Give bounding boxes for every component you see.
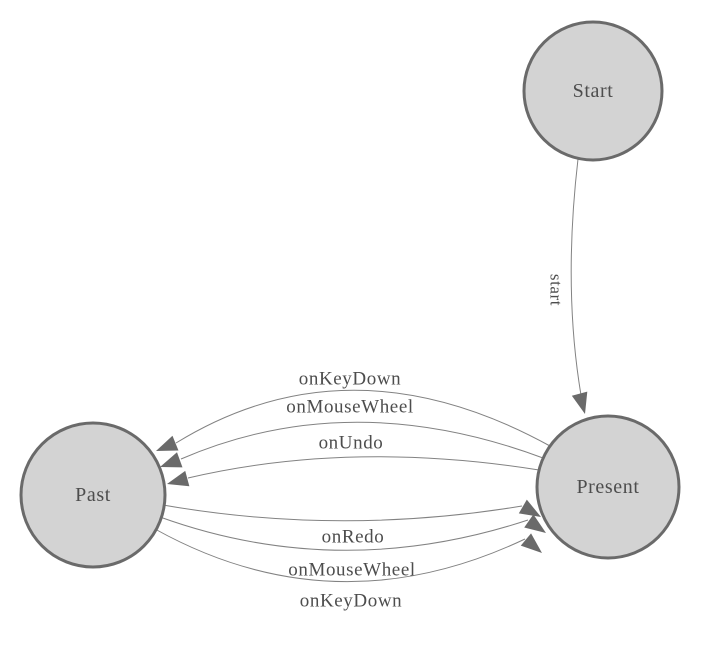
transition-label: onUndo bbox=[319, 433, 384, 454]
transition-label: onKeyDown bbox=[300, 591, 403, 612]
state-node-label-past: Past bbox=[75, 484, 111, 506]
state-node-present bbox=[535, 414, 681, 560]
transition-edge-onkeydown bbox=[154, 528, 526, 583]
transition-label: onMouseWheel bbox=[286, 397, 414, 418]
transition-edge-onredo bbox=[162, 504, 523, 522]
transition-edge-onmousewheel bbox=[159, 516, 529, 551]
state-node-past bbox=[19, 421, 167, 569]
state-node-label-present: Present bbox=[576, 476, 639, 498]
transition-edge-start bbox=[570, 158, 582, 396]
state-node-start bbox=[522, 20, 664, 162]
arrowhead-icon bbox=[520, 533, 542, 553]
arrowhead-icon bbox=[524, 514, 546, 533]
arrowhead-icon bbox=[156, 435, 179, 451]
transition-label: onKeyDown bbox=[299, 369, 402, 390]
state-node-label-start: Start bbox=[573, 80, 614, 102]
arrowhead-icon bbox=[571, 391, 588, 414]
transition-label: start bbox=[547, 274, 566, 306]
arrowhead-icon bbox=[167, 470, 190, 487]
transition-edge-onkeydown bbox=[175, 389, 551, 447]
transition-label: onMouseWheel bbox=[288, 560, 416, 581]
transition-edge-onmousewheel bbox=[180, 421, 544, 460]
transition-edge-onundo bbox=[187, 456, 540, 479]
transition-label: onRedo bbox=[322, 527, 385, 548]
arrowhead-icon bbox=[160, 452, 183, 468]
arrowhead-icon bbox=[518, 499, 541, 517]
